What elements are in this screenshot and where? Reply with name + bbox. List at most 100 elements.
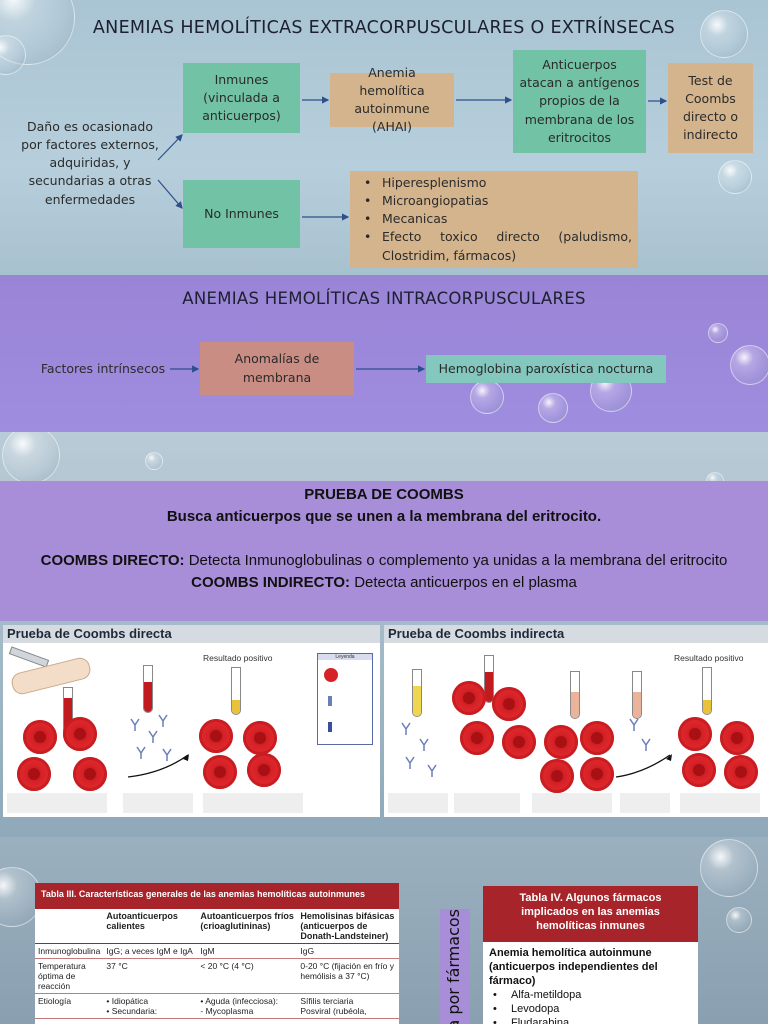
serum-tube-icon (412, 669, 422, 717)
red-cell (544, 725, 578, 759)
legend-title: Leyenda (318, 654, 372, 660)
decorative-bubble (700, 839, 758, 897)
step-caption (620, 793, 670, 813)
red-cell (452, 681, 486, 715)
slide-extracorpuscular: ANEMIAS HEMOLÍTICAS EXTRACORPUSCULARES O… (0, 0, 768, 275)
decorative-bubble (718, 160, 752, 194)
red-cell (460, 721, 494, 755)
direct-label: COOMBS DIRECTO: (40, 552, 185, 569)
table-header-cell: Autoanticuerpos calientes (103, 909, 198, 944)
table-header-row: Autoanticuerpos calientes Autoanticuerpo… (35, 909, 399, 944)
immune-box: Inmunes (vinculada a anticuerpos) (183, 63, 300, 133)
decorative-bubble (708, 323, 728, 343)
table-title: Tabla IV. Algunos fármacos implicados en… (483, 886, 698, 942)
table-cell: Inmunoglobulina (35, 943, 104, 959)
blood-tube-icon (143, 665, 153, 713)
step-caption (7, 793, 107, 813)
table-cell: • Idiopática • Secundaria: (103, 993, 198, 1019)
red-cell (540, 759, 574, 793)
decorative-bubble (730, 345, 768, 385)
panel-title: Prueba de Coombs indirecta (384, 625, 768, 643)
legend-cell-icon (324, 668, 338, 682)
step-caption (388, 793, 448, 813)
cause-item: Efecto toxico directo (paludismo, Clostr… (356, 228, 632, 264)
table-iv: Tabla IV. Algunos fármacos implicados en… (483, 886, 698, 1024)
table-body: Autoanticuerpos calientes Autoanticuerpo… (35, 909, 399, 1019)
table-row: Inmunoglobulina IgG; a veces IgM e IgA I… (35, 943, 399, 959)
red-cell (580, 721, 614, 755)
dropper-tube-icon (484, 655, 494, 703)
red-cell (247, 753, 281, 787)
slide-coombs: PRUEBA DE COOMBS Busca anticuerpos que s… (0, 432, 768, 837)
table-cell: 0-20 °C (fijación en frío y hemólisis a … (297, 958, 399, 994)
table-cell: IgM (197, 943, 298, 959)
coombs-subheading: Busca anticuerpos que se unen a la membr… (166, 508, 602, 525)
table-cell: Temperatura óptima de reacción (35, 958, 104, 994)
non-immune-box: No Inmunes (183, 180, 300, 248)
table-cell: < 20 °C (4 °C) (197, 958, 298, 994)
red-cell (243, 721, 277, 755)
indirect-text: Detecta anticuerpos en el plasma (354, 574, 577, 591)
red-cell (720, 721, 754, 755)
cause-item: Hiperesplenismo (356, 174, 632, 192)
table-row: Etiología • Idiopática • Secundaria: • A… (35, 993, 399, 1019)
vertical-title-band: a por fármacos (440, 909, 470, 1024)
antibody-arrows (127, 714, 189, 778)
table-cell: 37 °C (103, 958, 198, 994)
coombs-heading: PRUEBA DE COOMBS (304, 486, 464, 503)
slide-title: ANEMIAS HEMOLÍTICAS INTRACORPUSCULARES (182, 289, 586, 308)
legend-antibody-icon (328, 696, 332, 706)
step-caption (123, 793, 193, 813)
flow-arrows (157, 96, 668, 221)
cause-item: Mecanicas (356, 210, 632, 228)
indirect-label: COOMBS INDIRECTO: (191, 574, 351, 591)
red-cell (492, 687, 526, 721)
intrinsic-factors-text: Factores intrínsecos (40, 361, 166, 376)
red-cell (23, 720, 57, 754)
red-cell (502, 725, 536, 759)
decorative-bubble (726, 907, 752, 933)
coombs-test-box: Test de Coombs directo o indirecto (668, 63, 753, 153)
coombs-direct-figure: Prueba de Coombs directa Resultado posit… (3, 625, 380, 817)
drug-item: Fludarabina (485, 1016, 698, 1024)
decorative-bubble (538, 393, 568, 423)
step-caption (203, 793, 303, 813)
cause-item: Microangiopatias (356, 192, 632, 210)
drug-item: Levodopa (485, 1002, 698, 1016)
red-cell (199, 719, 233, 753)
red-cell (724, 755, 758, 789)
table-row: Temperatura óptima de reacción 37 °C < 2… (35, 958, 399, 994)
slide-tables: Tabla III. Características generales de … (0, 837, 768, 1024)
red-cell (682, 753, 716, 787)
drug-list: Alfa-metildopa Levodopa Fludarabina (483, 988, 698, 1024)
table-header-cell: Hemolisinas bifásicas (anticuerpos de Do… (297, 909, 399, 944)
non-immune-causes-box: Hiperesplenismo Microangiopatias Mecanic… (350, 171, 638, 268)
table-cell: Etiología (35, 993, 104, 1019)
decorative-bubble (470, 380, 504, 414)
cause-text: Daño es ocasionado por factores externos… (21, 119, 159, 207)
slide-intracorpuscular: ANEMIAS HEMOLÍTICAS INTRACORPUSCULARES F… (0, 275, 768, 432)
flow-arrows (170, 365, 426, 373)
direct-text: Detecta Inmunoglobulinas o complemento y… (188, 552, 728, 569)
red-cell (203, 755, 237, 789)
drug-item: Alfa-metildopa (485, 988, 698, 1002)
membrane-box: Anomalías de membrana (200, 342, 354, 395)
red-cell (73, 757, 107, 791)
table-title: Tabla III. Características generales de … (35, 883, 399, 909)
mix-tube-icon (632, 671, 642, 719)
table-cell: Sífilis terciaria Posviral (rubéola, (297, 993, 399, 1019)
vertical-title: a por fármacos (444, 909, 463, 1024)
red-cell (63, 717, 97, 751)
result-tube-icon (231, 667, 241, 715)
coombs-text-band: PRUEBA DE COOMBS Busca anticuerpos que s… (0, 481, 768, 621)
decorative-bubble (145, 452, 163, 470)
legend-box: Leyenda (317, 653, 373, 745)
red-cell (678, 717, 712, 751)
decorative-bubble (700, 10, 748, 58)
legend-antihuman-icon (328, 722, 332, 732)
antibody-arrows (401, 718, 672, 778)
result-tube-icon (702, 667, 712, 715)
table-cell: • Aguda (infecciosa): - Mycoplasma (197, 993, 298, 1019)
table-cell: IgG (297, 943, 399, 959)
step-caption (680, 793, 760, 813)
